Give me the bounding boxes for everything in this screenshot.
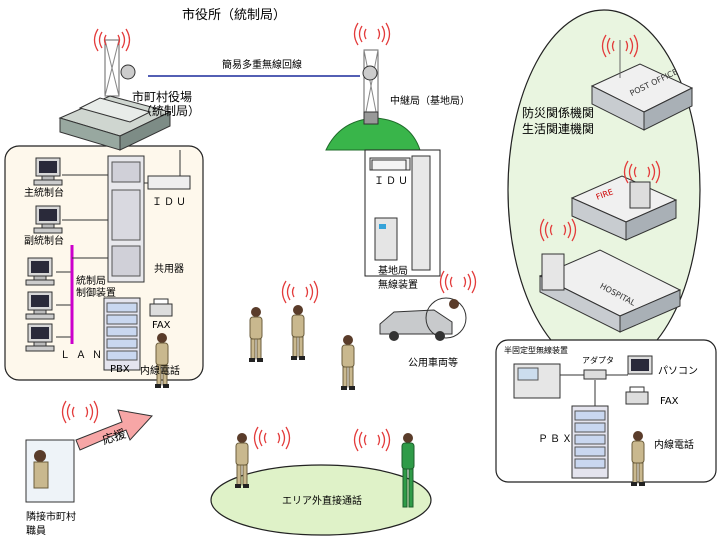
label-ext-phone-left: 内線電話 bbox=[140, 366, 180, 377]
label-public-vehicle: 公用車両等 bbox=[408, 358, 458, 369]
label-sub-console: 副統制台 bbox=[24, 236, 64, 247]
label-idu-left: ＩＤＵ bbox=[152, 197, 188, 208]
label-ext-phone-right: 内線電話 bbox=[654, 440, 694, 451]
label-main-console: 主統制台 bbox=[24, 188, 64, 199]
label-control-device-2: 制御装置 bbox=[76, 288, 116, 299]
label-pc: パソコン bbox=[658, 366, 698, 377]
label-life-orgs: 生活関連機関 bbox=[522, 122, 595, 136]
label-control-device-1: 統制局 bbox=[76, 276, 106, 287]
label-base-radio-2: 無線装置 bbox=[378, 280, 418, 291]
label-pbx-left: PBX bbox=[110, 364, 130, 375]
label-city-hall: 市役所（統制局） bbox=[182, 8, 287, 23]
label-shared-device: 共用器 bbox=[154, 264, 184, 275]
label-idu-relay: ＩＤＵ bbox=[374, 176, 410, 187]
label-relay-station: 中継局（基地局） bbox=[390, 96, 470, 107]
label-disaster-orgs: 防災関係機関 bbox=[522, 106, 595, 120]
label-lan: ＬＡＮ bbox=[60, 350, 108, 361]
label-semi-fixed-radio: 半固定型無線装置 bbox=[504, 346, 568, 355]
label-town-office-2: （統制局） bbox=[140, 104, 201, 118]
label-neighbor-2: 職員 bbox=[26, 526, 46, 537]
label-neighbor-1: 隣接市町村 bbox=[26, 512, 76, 523]
label-fax-right: FAX bbox=[660, 396, 679, 407]
label-direct-call: エリア外直接通話 bbox=[282, 496, 362, 507]
label-radio-link: 簡易多重無線回線 bbox=[222, 60, 302, 71]
label-town-office-1: 市町村役場 bbox=[132, 90, 193, 104]
label-pbx-right: ＰＢＸ bbox=[538, 434, 574, 445]
label-fax-left: FAX bbox=[152, 320, 171, 331]
label-adapter: アダプタ bbox=[582, 356, 614, 365]
label-base-radio-1: 基地局 bbox=[378, 266, 408, 277]
